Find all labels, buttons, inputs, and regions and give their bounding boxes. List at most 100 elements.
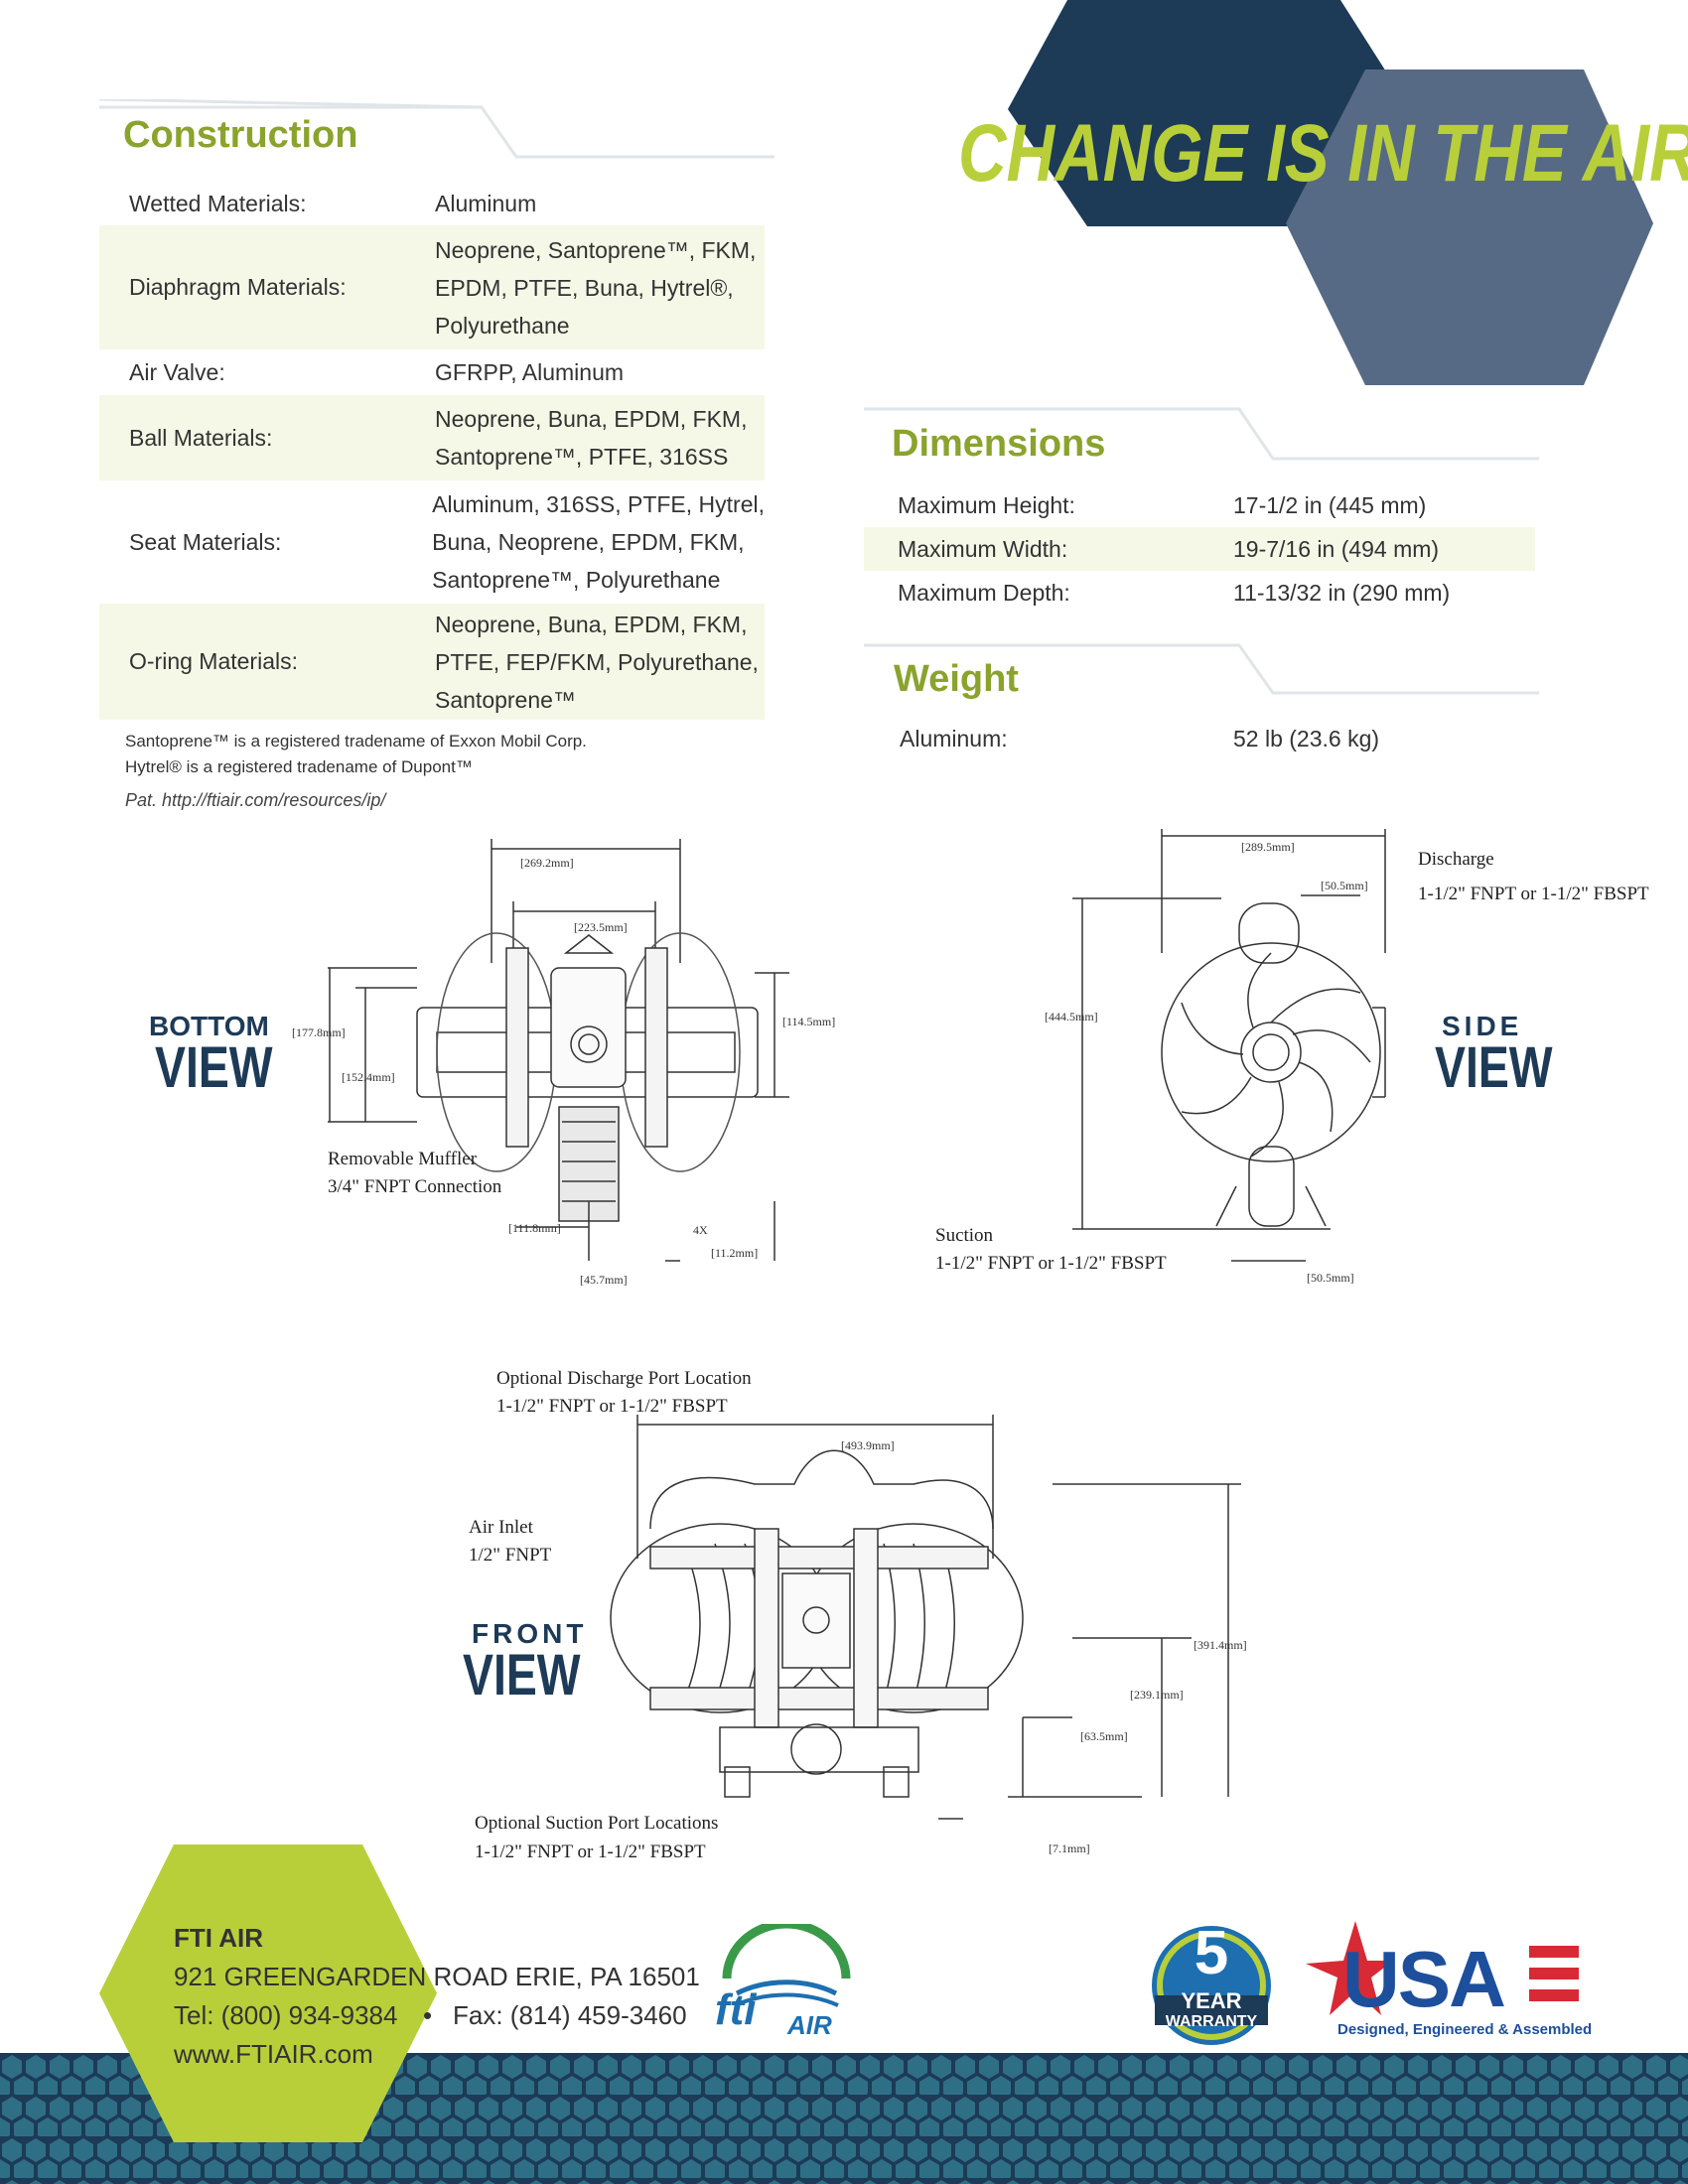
value-line: EPDM, PTFE, Buna, Hytrel®,: [435, 274, 734, 301]
front-dim-r1: [391.4mm]: [1194, 1638, 1247, 1652]
muffler-callout-1: Removable Muffler: [328, 1149, 478, 1169]
bottom-dim-left1: [177.8mm]: [292, 1025, 346, 1039]
row-value: GFRPP, Aluminum: [435, 353, 624, 391]
row-label: Wetted Materials:: [129, 190, 307, 216]
side-dim-bot: [50.5mm]: [1307, 1271, 1354, 1285]
bottom-dim-bot1: [111.8mm]: [508, 1221, 561, 1235]
row-label: Seat Materials:: [129, 528, 282, 555]
weight-title: Weight: [894, 658, 1019, 700]
dimensions-title: Dimensions: [892, 423, 1106, 465]
value-line: Polyurethane: [435, 312, 570, 339]
bottom-dim-top1: [269.2mm]: [520, 856, 574, 870]
company-address: 921 GREENGARDEN ROAD ERIE, PA 16501: [174, 1962, 700, 1991]
bottom-dim-bot2: [11.2mm]: [711, 1246, 759, 1260]
trademark-note-santoprene: Santoprene™ is a registered tradename of…: [125, 732, 587, 751]
navy-hexagon: [1008, 0, 1410, 226]
usa-stripes-icon: [1529, 1946, 1579, 2001]
dimension-row: Maximum Height: 17-1/2 in (445 mm): [864, 483, 1535, 527]
construction-row: Ball Materials: Neoprene, Buna, EPDM, FK…: [99, 395, 765, 480]
value-line: Santoprene™, PTFE, 316SS: [435, 444, 729, 470]
warranty-word: WARRANTY: [1165, 2013, 1258, 2030]
dimension-row: Maximum Width: 19-7/16 in (494 mm): [864, 527, 1535, 571]
row-label: O-ring Materials:: [129, 648, 298, 674]
bottom-view-drawing: [328, 839, 789, 1262]
row-label: Air Valve:: [129, 358, 225, 385]
row-value: Aluminum: [435, 185, 536, 222]
row-value: Neoprene, Buna, EPDM, FKM, PTFE, FEP/FKM…: [435, 606, 759, 719]
value-line: Neoprene, Santoprene™, FKM,: [435, 236, 757, 263]
dimensions-table: Maximum Height: 17-1/2 in (445 mm) Maxim…: [864, 483, 1535, 614]
bottom-view-label-big: VIEW: [155, 1035, 273, 1100]
value-line: Buna, Neoprene, EPDM, FKM,: [432, 529, 745, 555]
usa-logo-text: USA: [1342, 1935, 1506, 2023]
value-line: Neoprene, Buna, EPDM, FKM,: [435, 406, 748, 432]
row-value: 11-13/32 in (290 mm): [1233, 579, 1451, 606]
row-value: 19-7/16 in (494 mm): [1233, 535, 1440, 562]
construction-table: Wetted Materials: Aluminum Diaphragm Mat…: [99, 182, 765, 720]
construction-row: Seat Materials: Aluminum, 316SS, PTFE, H…: [99, 480, 765, 604]
side-view-drawing: [1072, 829, 1386, 1262]
value-line: Aluminum, 316SS, PTFE, Hytrel,: [432, 491, 765, 517]
front-view-drawing: [610, 1415, 1241, 1820]
row-value: Neoprene, Santoprene™, FKM, EPDM, PTFE, …: [435, 231, 756, 344]
warranty-badge-icon: [1152, 1926, 1271, 2045]
company-fax: Fax: (814) 459-3460: [453, 2000, 687, 2030]
fti-logo-text: fti: [715, 1985, 757, 2034]
construction-header-line: [99, 99, 774, 159]
patent-link[interactable]: Pat. http://ftiair.com/resources/ip/: [125, 790, 386, 810]
warranty-year: YEAR: [1181, 1988, 1242, 2013]
bottom-dim-4x: 4X: [693, 1223, 708, 1237]
footer-lime-hexagon: [99, 1844, 437, 2142]
value-line: Aluminum: [435, 191, 537, 216]
front-dim-r3: [63.5mm]: [1080, 1729, 1128, 1743]
bottom-dim-left2: [152.4mm]: [342, 1070, 395, 1084]
side-dim-top2: [50.5mm]: [1321, 879, 1368, 892]
fti-air-logo-icon: [722, 1924, 851, 2007]
opt-suction-callout-1: Optional Suction Port Locations: [475, 1813, 719, 1834]
header-hexagons: [1008, 0, 1653, 385]
row-label: Maximum Depth:: [898, 579, 1070, 606]
muffler-callout-2: 3/4" FNPT Connection: [328, 1176, 502, 1197]
contact-separator: •: [423, 2000, 433, 2030]
bottom-dim-bot3: [45.7mm]: [580, 1273, 628, 1287]
front-view-label-small: FRONT: [472, 1618, 588, 1649]
suction-callout-2: 1-1/2" FNPT or 1-1/2" FBSPT: [935, 1253, 1167, 1274]
row-value: 17-1/2 in (445 mm): [1233, 491, 1427, 518]
row-value: Aluminum, 316SS, PTFE, Hytrel, Buna, Neo…: [432, 485, 765, 599]
bottom-view-label-small: BOTTOM: [149, 1011, 269, 1041]
front-dim-r4: [7.1mm]: [1049, 1842, 1090, 1855]
opt-discharge-callout-1: Optional Discharge Port Location: [496, 1368, 752, 1389]
air-inlet-callout-2: 1/2" FNPT: [469, 1545, 552, 1566]
weight-row: Aluminum: 52 lb (23.6 kg): [864, 717, 1535, 760]
row-label: Aluminum:: [900, 725, 1008, 751]
discharge-callout-1: Discharge: [1418, 849, 1494, 870]
slate-hexagon: [1286, 69, 1653, 385]
usa-star-icon: [1306, 1921, 1393, 2015]
construction-row: Diaphragm Materials: Neoprene, Santopren…: [99, 225, 765, 349]
tagline: CHANGE IS IN THE AIR: [958, 108, 1688, 199]
weight-header-line: [864, 643, 1539, 695]
side-dim-top: [289.5mm]: [1241, 840, 1295, 854]
company-website[interactable]: www.FTIAIR.com: [174, 2039, 373, 2069]
discharge-callout-2: 1-1/2" FNPT or 1-1/2" FBSPT: [1418, 884, 1649, 904]
air-inlet-callout-1: Air Inlet: [469, 1517, 533, 1538]
row-value: Neoprene, Buna, EPDM, FKM, Santoprene™, …: [435, 400, 747, 476]
value-line: Santoprene™, Polyurethane: [432, 567, 721, 593]
dimensions-header-line: [864, 407, 1539, 461]
value-line: GFRPP, Aluminum: [435, 359, 625, 385]
warranty-number: 5: [1194, 1919, 1229, 1987]
row-label: Diaphragm Materials:: [129, 274, 347, 300]
front-dim-top: [493.9mm]: [841, 1438, 895, 1452]
air-logo-text: AIR: [787, 2010, 832, 2040]
bottom-dim-right: [114.5mm]: [782, 1015, 836, 1028]
front-dim-r2: [239.1mm]: [1130, 1688, 1184, 1702]
suction-callout-1: Suction: [935, 1225, 994, 1246]
company-name: FTI AIR: [174, 1923, 264, 1953]
opt-discharge-callout-2: 1-1/2" FNPT or 1-1/2" FBSPT: [496, 1396, 728, 1417]
side-view-label-small: SIDE: [1442, 1011, 1523, 1041]
row-label: Maximum Width:: [898, 535, 1068, 562]
value-line: PTFE, FEP/FKM, Polyurethane,: [435, 648, 759, 675]
value-line: Santoprene™: [435, 686, 576, 713]
side-dim-left: [444.5mm]: [1045, 1010, 1098, 1024]
opt-suction-callout-2: 1-1/2" FNPT or 1-1/2" FBSPT: [475, 1842, 706, 1862]
